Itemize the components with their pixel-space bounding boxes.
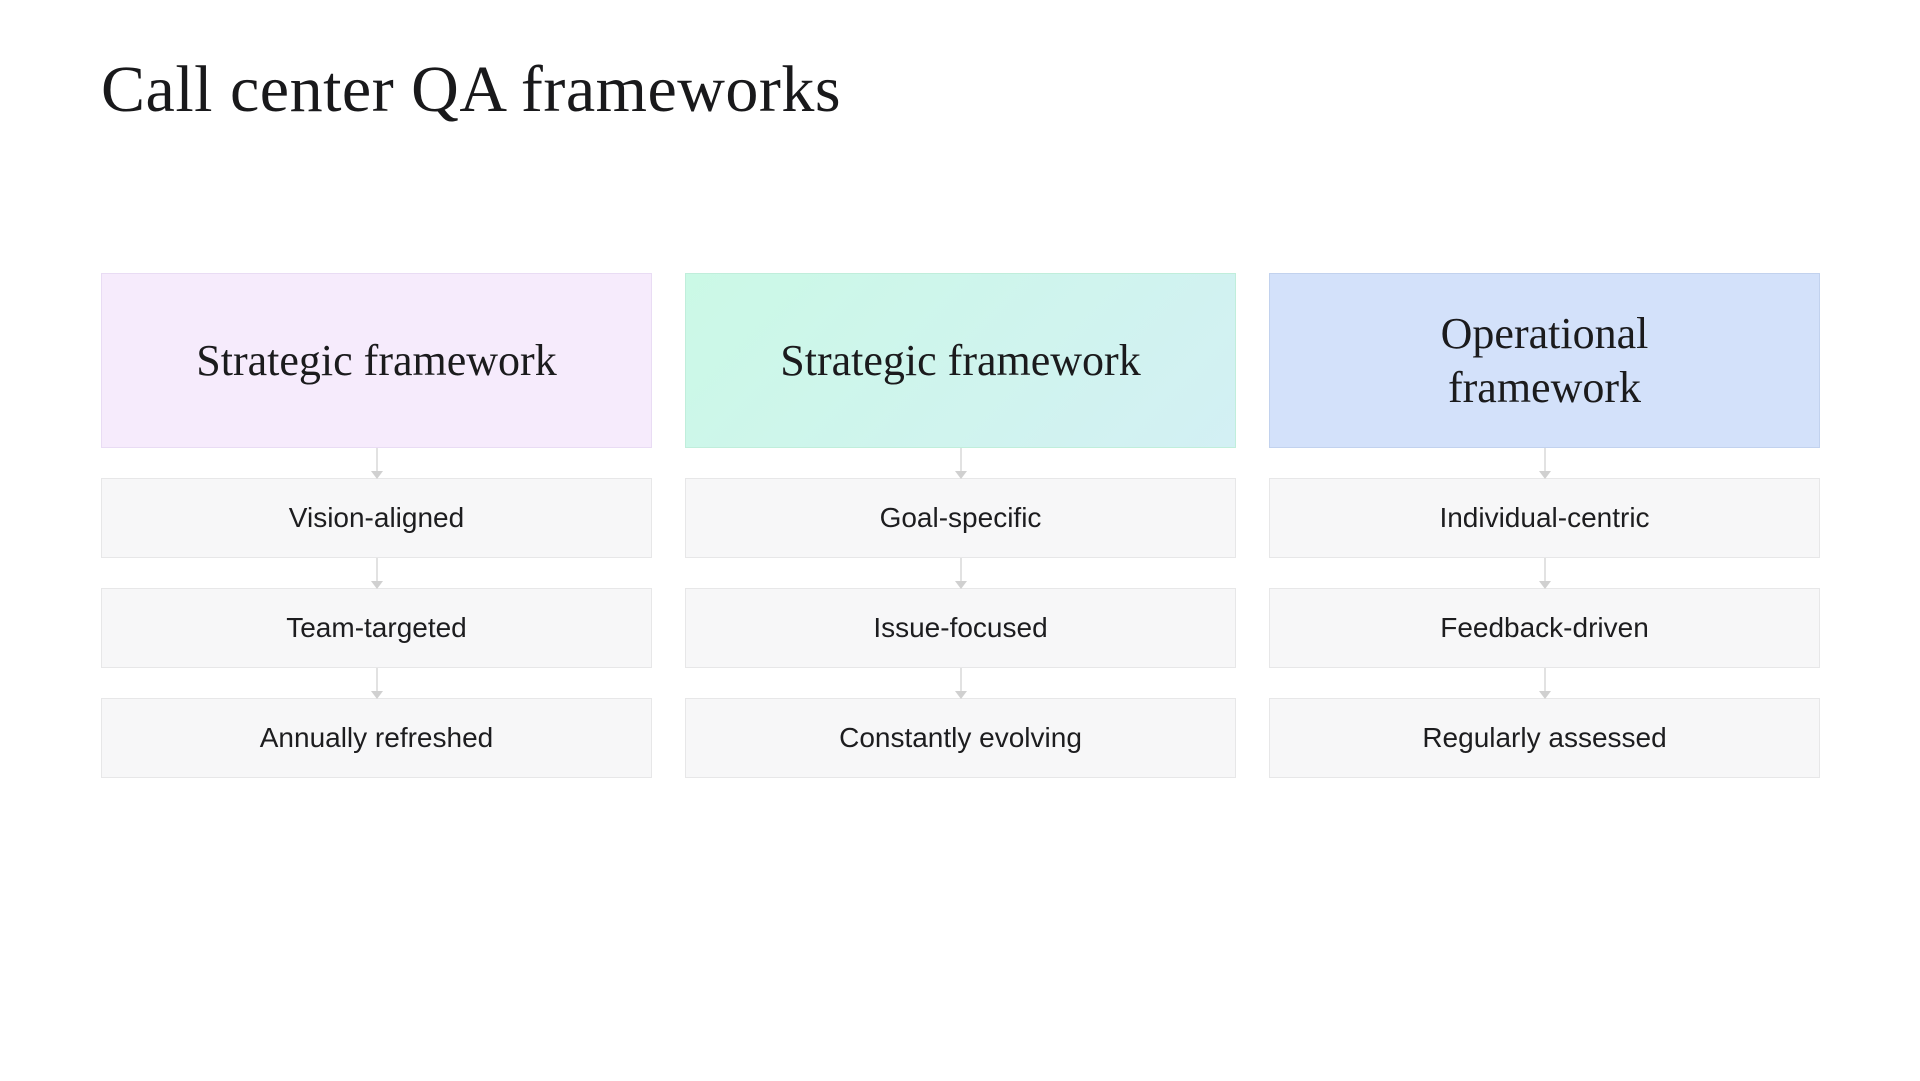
connector-arrow <box>685 668 1236 699</box>
connector-line <box>375 448 378 476</box>
connector-line <box>959 448 962 476</box>
page-title: Call center QA frameworks <box>101 53 842 126</box>
item-label: Feedback-driven <box>1440 612 1649 643</box>
arrow-down-icon <box>370 471 383 479</box>
item-box: Annually refreshed <box>101 698 652 778</box>
framework-header-box: Operational framework <box>1269 273 1820 448</box>
framework-header-label: Strategic framework <box>196 335 557 385</box>
connector-arrow <box>1269 558 1820 589</box>
connector-line <box>1543 448 1546 476</box>
connector-arrow <box>685 558 1236 589</box>
framework-column-strategic-2: Strategic framework Goal-specific Issue-… <box>685 273 1236 778</box>
framework-header-label: Strategic framework <box>780 335 1141 385</box>
framework-column-strategic-1: Strategic framework Vision-aligned Team-… <box>101 273 652 778</box>
connector-arrow <box>101 448 652 479</box>
arrow-down-icon <box>1538 691 1551 699</box>
item-label: Regularly assessed <box>1422 722 1667 753</box>
arrow-down-icon <box>1538 471 1551 479</box>
connector-arrow <box>1269 668 1820 699</box>
framework-header-label: Operational framework <box>1440 308 1649 412</box>
arrow-down-icon <box>370 691 383 699</box>
item-label: Issue-focused <box>873 612 1048 643</box>
connector-line <box>1543 558 1546 586</box>
arrow-down-icon <box>954 691 967 699</box>
item-box: Feedback-driven <box>1269 588 1820 668</box>
connector-line <box>375 668 378 696</box>
item-box: Regularly assessed <box>1269 698 1820 778</box>
connector-arrow <box>101 668 652 699</box>
connector-line <box>375 558 378 586</box>
connector-arrow <box>101 558 652 589</box>
arrow-down-icon <box>1538 581 1551 589</box>
connector-line <box>959 668 962 696</box>
qa-frameworks-diagram: Strategic framework Vision-aligned Team-… <box>101 273 1820 778</box>
item-box: Constantly evolving <box>685 698 1236 778</box>
arrow-down-icon <box>370 581 383 589</box>
framework-column-operational: Operational framework Individual-centric… <box>1269 273 1820 778</box>
connector-arrow <box>1269 448 1820 479</box>
item-box: Team-targeted <box>101 588 652 668</box>
framework-header-box: Strategic framework <box>101 273 652 448</box>
connector-arrow <box>685 448 1236 479</box>
item-box: Individual-centric <box>1269 478 1820 558</box>
framework-header-box: Strategic framework <box>685 273 1236 448</box>
item-label: Individual-centric <box>1439 502 1650 533</box>
item-label: Constantly evolving <box>839 722 1082 753</box>
item-label: Annually refreshed <box>259 722 494 753</box>
connector-line <box>959 558 962 586</box>
item-label: Vision-aligned <box>288 502 465 533</box>
item-box: Issue-focused <box>685 588 1236 668</box>
item-label: Team-targeted <box>286 612 467 643</box>
connector-line <box>1543 668 1546 696</box>
item-box: Vision-aligned <box>101 478 652 558</box>
arrow-down-icon <box>954 581 967 589</box>
arrow-down-icon <box>954 471 967 479</box>
item-box: Goal-specific <box>685 478 1236 558</box>
item-label: Goal-specific <box>879 502 1042 533</box>
